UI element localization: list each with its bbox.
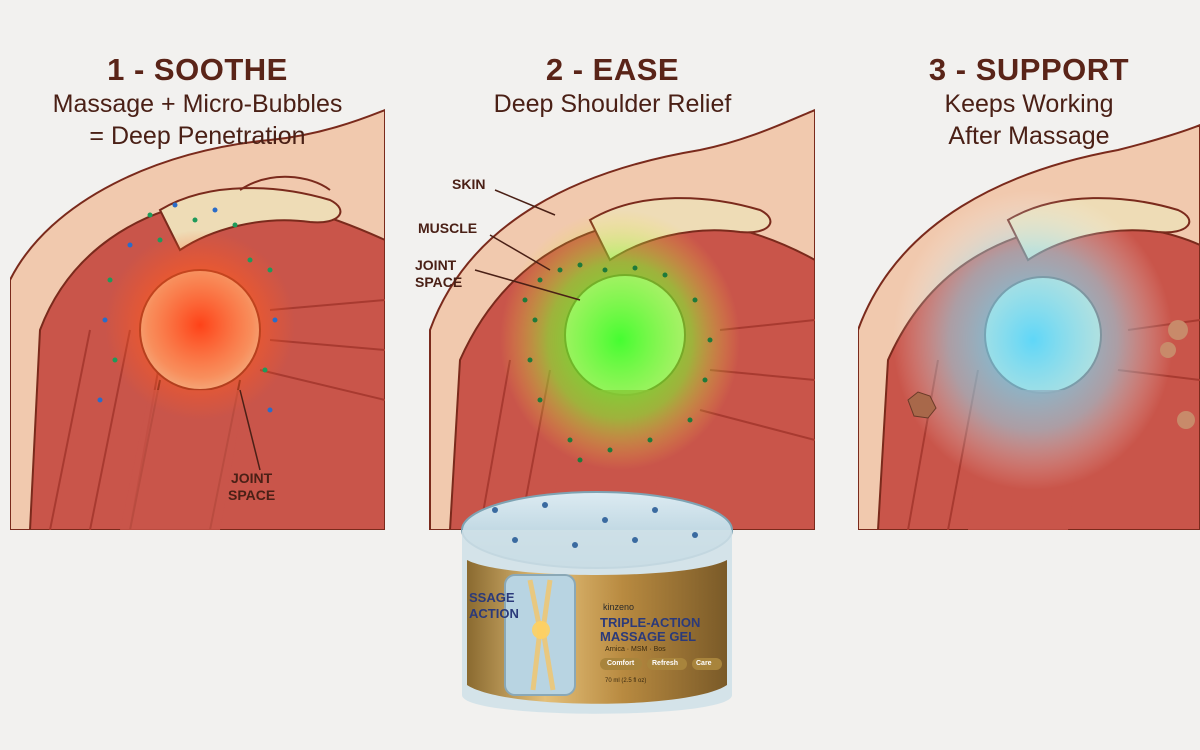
step-subtitle-1: Massage + Micro-Bubbles [52,90,343,118]
shoulder-illustration-3 [858,0,1200,530]
product-name-line-2: MASSAGE GEL [600,629,697,644]
side-line-2: ACTION [469,606,519,621]
volume-text: 70 ml (2.5 fl oz) [605,678,647,684]
badge-comfort: Comfort [607,660,635,667]
side-line-1: SSAGE [469,590,515,605]
label-line-1: JOINT [230,470,273,486]
ingredients-text: Arnica · MSM · Bos [605,646,666,653]
step-subtitle-2: After Massage [948,122,1110,150]
step-title: 2 - EASE [545,52,680,87]
joint-space-label: JOINT SPACE [415,257,462,291]
label-line-2: SPACE [415,274,463,290]
badge-refresh: Refresh [652,660,679,667]
panel-header: 2 - EASE Deep Shoulder Relief [410,52,815,120]
step-subtitle-1: Deep Shoulder Relief [493,90,732,118]
jar-side-text: SSAGE ACTION [469,590,519,622]
label-line-2: SPACE [228,487,276,503]
skin-label: SKIN [452,176,486,192]
joint-space-label: JOINT SPACE [228,470,275,504]
product-name-line-1: TRIPLE-ACTION [600,615,701,630]
step-title: 3 - SUPPORT [928,52,1130,87]
panel-support: 3 - SUPPORT Keeps Working After Massage [858,0,1200,530]
panel-ease: 2 - EASE Deep Shoulder Relief SKIN MUSCL… [410,0,815,530]
label-line-1: JOINT [415,257,457,273]
muscle-label: MUSCLE [418,220,478,236]
panel-header: 1 - SOOTHE Massage + Micro-Bubbles = Dee… [10,52,385,152]
product-name: TRIPLE-ACTION MASSAGE GEL [600,616,700,644]
brand-name: kinzeno [603,602,635,612]
badge-care: Care [696,660,712,667]
step-title: 1 - SOOTHE [107,52,288,87]
shoulder-illustration-2 [410,0,815,530]
step-subtitle-2: = Deep Penetration [89,122,306,150]
jar-graphic [461,491,733,714]
shoulder-illustration-1 [10,0,385,530]
product-jar: SSAGE ACTION kinzeno TRIPLE-ACTION MASSA… [455,480,740,745]
panel-header: 3 - SUPPORT Keeps Working After Massage [858,52,1200,152]
panel-soothe: 1 - SOOTHE Massage + Micro-Bubbles = Dee… [10,0,385,530]
step-subtitle-1: Keeps Working [944,90,1114,118]
